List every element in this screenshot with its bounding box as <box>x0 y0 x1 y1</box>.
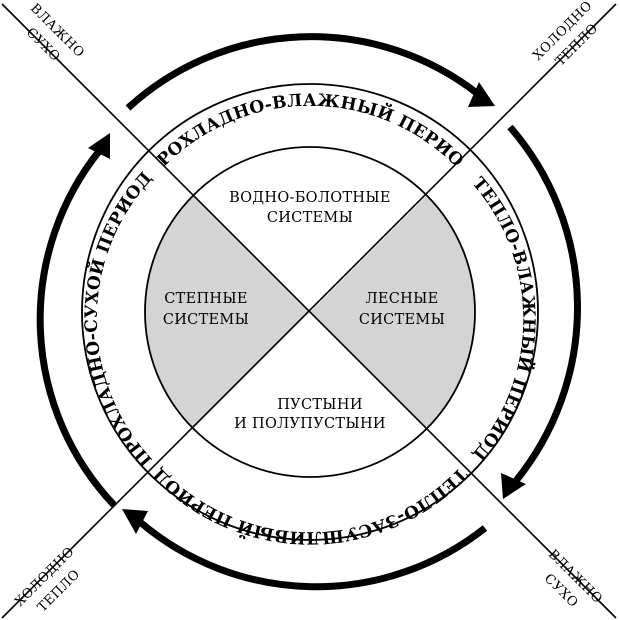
cycle-arrow-bottom-left <box>137 519 488 591</box>
diagonal-axis-anti <box>1 3 617 619</box>
period-label-top: ПРОХЛАДНО-ВЛАЖНЫЙ ПЕРИОД <box>0 0 467 171</box>
period-label-right: ТЕПЛО-ВЛАЖНЫЙ ПЕРИОД <box>468 174 538 465</box>
sector-bottom-wedge <box>193 312 427 478</box>
cycle-arrow-top-left <box>36 147 117 508</box>
sector-right-wedge <box>310 195 476 429</box>
sector-label-right-line2: СИСТЕМЫ <box>359 312 445 328</box>
cycle-arrow-top-right <box>125 33 481 111</box>
sector-left-wedge <box>144 195 310 429</box>
sector-label-top-line1: ВОДНО-БОЛОТНЫЕ <box>229 190 391 206</box>
sector-label-top-line2: СИСТЕМЫ <box>267 210 353 226</box>
sector-label-left-line1: СТЕПНЫЕ <box>164 291 248 307</box>
inner-circle <box>144 146 476 478</box>
sector-label-bottom-line1: ПУСТЫНИ <box>277 397 363 413</box>
arrowhead-icon <box>88 133 110 159</box>
sector-label-left-line2: СИСТЕМЫ <box>163 312 249 328</box>
sector-label-right-line1: ЛЕСНЫЕ <box>365 291 438 307</box>
arrowhead-icon <box>468 82 495 107</box>
period-ring-outer <box>81 83 539 541</box>
sector-top-wedge <box>193 146 427 312</box>
cycle-arrow-bottom-right <box>507 124 581 485</box>
arrowhead-icon <box>122 509 148 534</box>
sector-label-bottom-line2: И ПОЛУПУСТЫНИ <box>234 416 386 432</box>
arrowhead-icon <box>501 473 526 499</box>
